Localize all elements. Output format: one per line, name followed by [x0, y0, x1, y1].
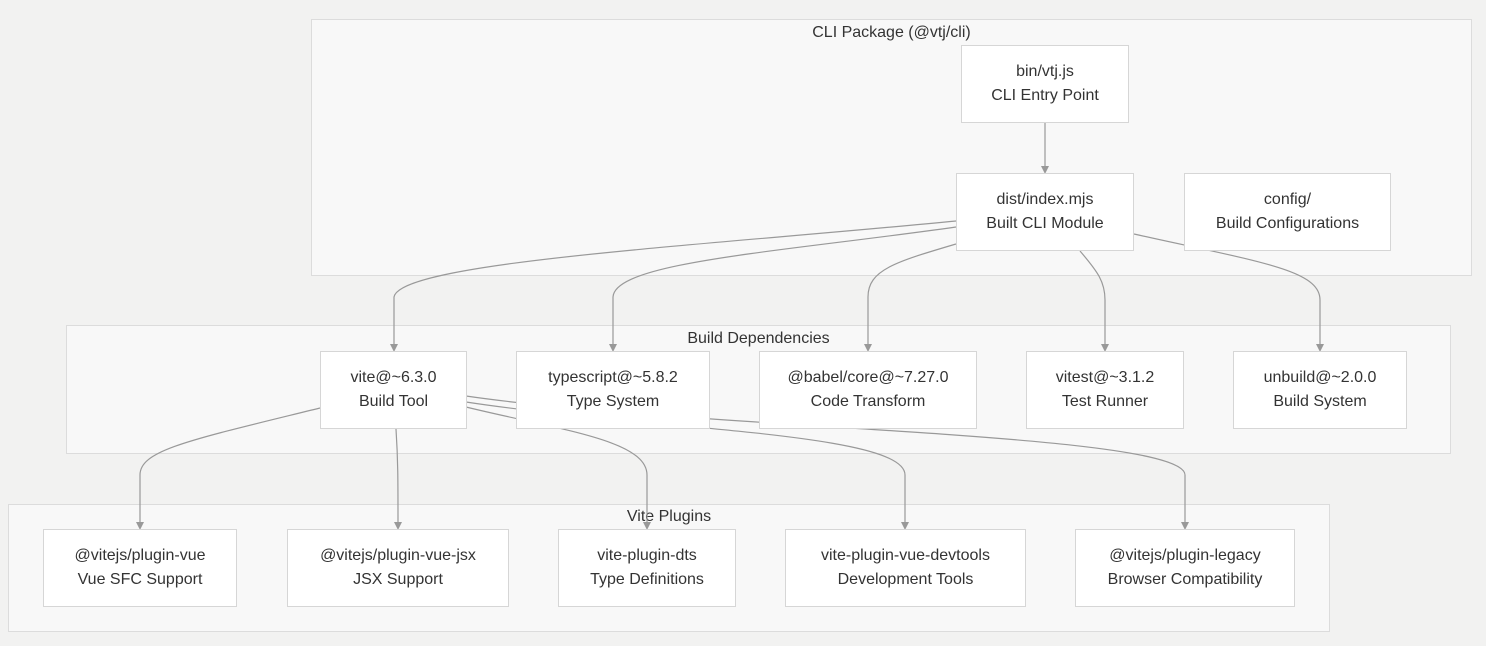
arrowhead [1041, 166, 1049, 174]
node-line2: Test Runner [1061, 393, 1149, 410]
cluster-cli-package: CLI Package (@vtj/cli) [311, 19, 1472, 276]
node-plugin-vue-devtools[interactable]: vite-plugin-vue-devtools Development Too… [785, 529, 1026, 607]
node-line1: @babel/core@~7.27.0 [787, 369, 949, 386]
arrowhead [609, 344, 617, 352]
node-bin-vtj[interactable]: bin/vtj.js CLI Entry Point [961, 45, 1129, 123]
node-unbuild[interactable]: unbuild@~2.0.0 Build System [1233, 351, 1407, 429]
node-vite[interactable]: vite@~6.3.0 Build Tool [320, 351, 467, 429]
node-vitest[interactable]: vitest@~3.1.2 Test Runner [1026, 351, 1184, 429]
node-typescript[interactable]: typescript@~5.8.2 Type System [516, 351, 710, 429]
node-line2: Vue SFC Support [77, 571, 203, 588]
node-line1: vite@~6.3.0 [350, 369, 437, 386]
arrowhead [1101, 344, 1109, 352]
node-line1: unbuild@~2.0.0 [1263, 369, 1377, 386]
arrowhead [136, 522, 144, 530]
node-line1: @vitejs/plugin-vue [74, 547, 206, 564]
edge-vite-to-plugin-vue-jsx [395, 428, 399, 523]
arrowhead [1181, 522, 1189, 530]
edge-dist-to-vitest [1079, 250, 1106, 344]
cluster-build-dependencies: Build Dependencies [66, 325, 1451, 454]
node-line1: config/ [1263, 191, 1312, 208]
node-line1: vite-plugin-dts [597, 547, 697, 564]
node-plugin-vue[interactable]: @vitejs/plugin-vue Vue SFC Support [43, 529, 237, 607]
edge-dist-to-unbuild [1133, 233, 1321, 344]
node-config[interactable]: config/ Build Configurations [1184, 173, 1391, 251]
node-plugin-vue-jsx[interactable]: @vitejs/plugin-vue-jsx JSX Support [287, 529, 509, 607]
node-line2: Build Tool [358, 393, 429, 410]
node-line1: bin/vtj.js [1016, 63, 1074, 80]
edge-vite-to-plugin-vue [139, 407, 321, 522]
node-line2: Browser Compatibility [1107, 571, 1263, 588]
node-plugin-dts[interactable]: vite-plugin-dts Type Definitions [558, 529, 736, 607]
node-line2: Development Tools [837, 571, 974, 588]
cluster-title: Vite Plugins [626, 508, 712, 525]
node-line1: @vitejs/plugin-legacy [1109, 547, 1261, 564]
node-line2: Type Definitions [590, 571, 704, 588]
arrowhead [864, 344, 872, 352]
edge-dist-to-babel [867, 243, 957, 344]
arrowhead [643, 522, 651, 530]
node-line2: Build Configurations [1215, 215, 1360, 232]
node-line2: Built CLI Module [986, 215, 1104, 232]
edge-dist-to-typescript [612, 226, 957, 344]
arrowhead [901, 522, 909, 530]
arrowhead [394, 522, 402, 530]
node-dist-index[interactable]: dist/index.mjs Built CLI Module [956, 173, 1134, 251]
node-line1: @vitejs/plugin-vue-jsx [320, 547, 476, 564]
node-line2: Build System [1273, 393, 1367, 410]
node-line1: dist/index.mjs [996, 191, 1094, 208]
cluster-title: CLI Package (@vtj/cli) [812, 24, 971, 41]
edge-dist-to-vite [393, 220, 957, 344]
arrowhead [1316, 344, 1324, 352]
node-line1: vite-plugin-vue-devtools [821, 547, 990, 564]
node-line1: vitest@~3.1.2 [1055, 369, 1155, 386]
node-line2: Code Transform [810, 393, 926, 410]
node-line2: CLI Entry Point [991, 87, 1099, 104]
cluster-title: Build Dependencies [687, 330, 830, 347]
node-line1: typescript@~5.8.2 [548, 369, 678, 386]
node-line2: Type System [566, 393, 660, 410]
edge-vite-to-plugin-dts [465, 406, 648, 522]
node-line2: JSX Support [353, 571, 443, 588]
node-babel-core[interactable]: @babel/core@~7.27.0 Code Transform [759, 351, 977, 429]
node-plugin-legacy[interactable]: @vitejs/plugin-legacy Browser Compatibil… [1075, 529, 1295, 607]
arrowhead [390, 344, 398, 352]
